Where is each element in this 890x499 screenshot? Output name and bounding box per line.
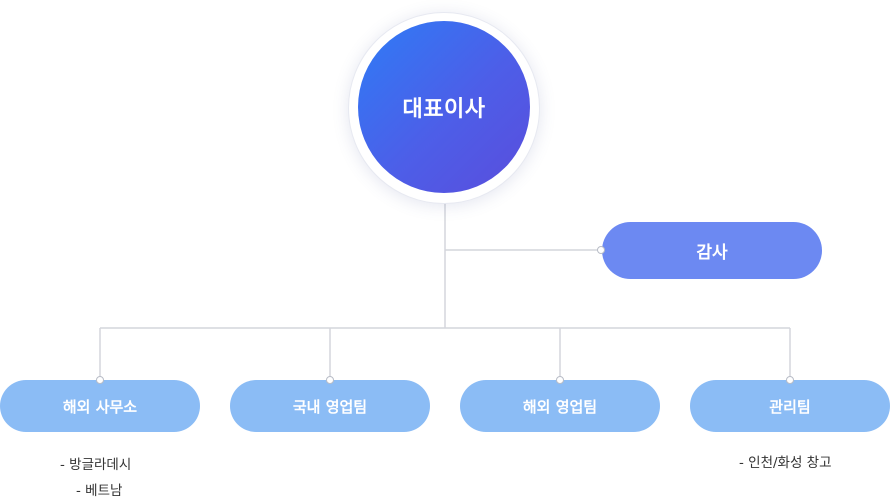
ceo-node: 대표이사 <box>358 21 530 193</box>
dept-connector-dot <box>96 376 104 384</box>
dept-connector-dot <box>326 376 334 384</box>
dept-note-bangladesh: - 방글라데시 <box>60 457 132 473</box>
dept-connector-dot <box>786 376 794 384</box>
dept-label: 관리팀 <box>769 397 811 416</box>
dept-label: 해외 사무소 <box>62 397 138 416</box>
dept-note-warehouse: - 인천/화성 창고 <box>739 455 832 471</box>
ceo-label: 대표이사 <box>402 97 486 122</box>
dept-label: 국내 영업팀 <box>292 397 368 416</box>
dept-connector-dot <box>556 376 564 384</box>
dept-node-overseas-sales: 해외 영업팀 <box>460 380 660 432</box>
audit-label: 감사 <box>696 243 728 263</box>
dept-node-overseas-office: 해외 사무소 <box>0 380 200 432</box>
audit-connector-dot <box>597 246 605 254</box>
audit-node: 감사 <box>602 222 822 279</box>
dept-node-domestic-sales: 국내 영업팀 <box>230 380 430 432</box>
dept-node-management: 관리팀 <box>690 380 890 432</box>
dept-note-vietnam: - 베트남 <box>76 483 123 499</box>
dept-label: 해외 영업팀 <box>522 397 598 416</box>
